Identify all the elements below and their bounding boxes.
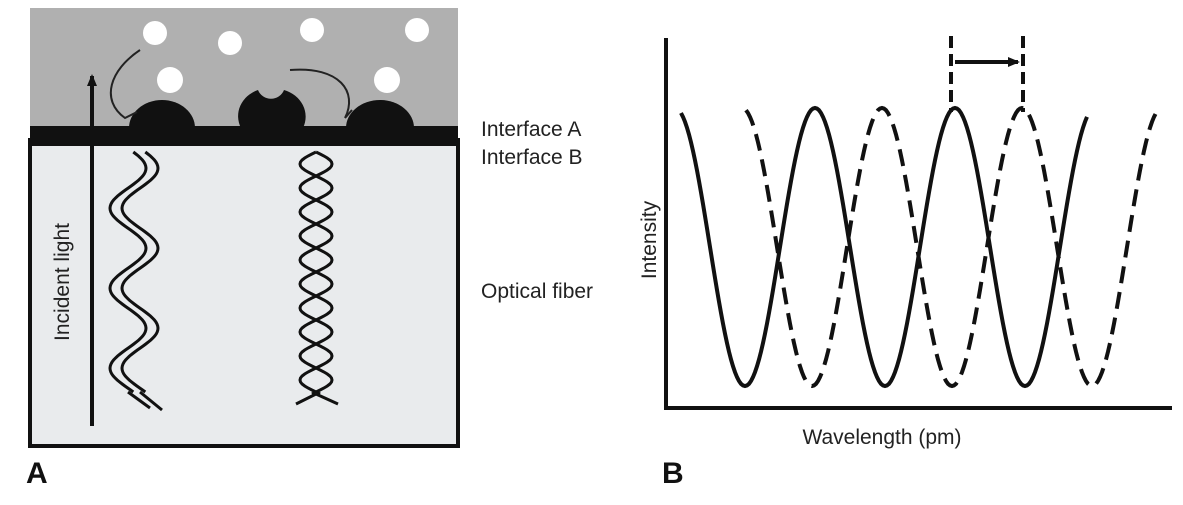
light-paths bbox=[108, 150, 339, 412]
interface-b-label: Interface B bbox=[481, 146, 583, 169]
light-ray-right bbox=[298, 150, 334, 396]
receptor-bound bbox=[346, 100, 414, 128]
receptor-bound bbox=[129, 100, 195, 128]
light-ray-left-end bbox=[139, 390, 163, 412]
panel-a-letter: A bbox=[26, 457, 48, 490]
panel-b-letter: B bbox=[662, 457, 684, 490]
particle bbox=[405, 18, 429, 42]
incident-light-label: Incident light bbox=[51, 223, 74, 341]
light-ray-left bbox=[120, 150, 160, 394]
light-ray-right bbox=[298, 150, 334, 396]
y-axis-label: Intensity bbox=[638, 200, 661, 279]
light-ray-right-end bbox=[315, 392, 339, 406]
optical-fiber-label: Optical fiber bbox=[481, 280, 593, 303]
bound-particle bbox=[157, 67, 183, 93]
interface-layer bbox=[30, 126, 458, 146]
particle bbox=[300, 18, 324, 42]
chart-axes bbox=[664, 38, 1172, 410]
particle bbox=[143, 21, 167, 45]
optical-fiber-body bbox=[28, 138, 460, 448]
light-ray-left-end bbox=[127, 390, 151, 410]
particle bbox=[218, 31, 242, 55]
receptors bbox=[129, 67, 414, 128]
x-axis-label: Wavelength (pm) bbox=[802, 426, 961, 449]
binding-curl bbox=[109, 49, 141, 120]
panel-a-sensor-diagram: Incident light Interface A Interface B O… bbox=[26, 8, 593, 490]
receptor-empty bbox=[238, 90, 306, 128]
panel-b-spectrum-chart: Wavelength (pm) Intensity B bbox=[638, 36, 1172, 490]
light-ray-left bbox=[108, 150, 148, 394]
light-ray-right-end bbox=[295, 392, 317, 406]
shift-annotation bbox=[949, 36, 1025, 112]
interface-a-label: Interface A bbox=[481, 118, 581, 141]
series-dashed-line bbox=[744, 105, 1160, 389]
bound-particle bbox=[374, 67, 400, 93]
series-solid-line bbox=[679, 105, 1089, 389]
binding-arrows bbox=[109, 49, 353, 120]
free-particles bbox=[143, 18, 429, 55]
binding-curl bbox=[289, 68, 353, 119]
